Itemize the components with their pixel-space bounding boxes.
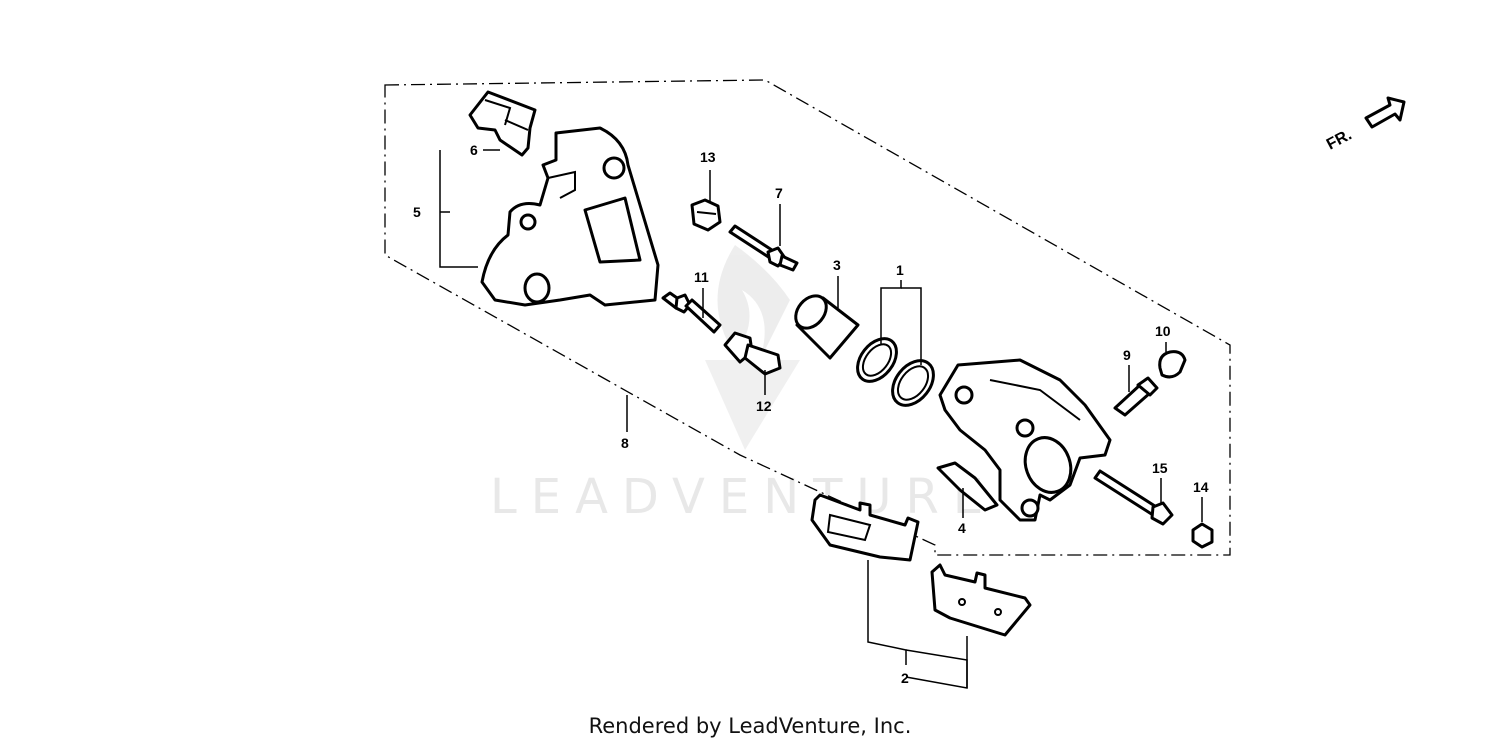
callout-3: 3 <box>833 257 841 273</box>
callout-9: 9 <box>1123 347 1131 363</box>
footer-credit: Rendered by LeadVenture, Inc. <box>588 714 912 738</box>
callout-7: 7 <box>775 185 783 201</box>
front-label: FR. <box>1324 126 1355 153</box>
callout-13: 13 <box>700 149 716 165</box>
caliper-body-part <box>938 358 1112 522</box>
callout-labels: 1 2 3 4 5 6 7 8 9 10 11 12 13 14 15 <box>413 142 1209 686</box>
pad-shim-part <box>936 461 999 512</box>
callout-10: 10 <box>1155 323 1171 339</box>
pin-bolt-11-part <box>661 291 722 334</box>
callout-1: 1 <box>896 262 904 278</box>
callout-12: 12 <box>756 398 772 414</box>
bleed-cap-part <box>1158 350 1187 379</box>
pad-spring-part <box>468 90 537 157</box>
bolt-12-part <box>723 331 782 376</box>
brake-pad-left-part <box>810 493 920 562</box>
callout-11: 11 <box>694 269 709 285</box>
piston-part <box>794 294 860 360</box>
caliper-bracket-part <box>480 126 660 307</box>
bolt-13-part <box>690 198 722 232</box>
brake-pad-right-part <box>930 563 1032 637</box>
piston-seal-kit-part <box>856 337 935 407</box>
watermark: LEADVENTURE <box>490 245 997 525</box>
pin-bolt-7-part <box>728 224 799 272</box>
callout-15: 15 <box>1152 460 1168 476</box>
callout-5: 5 <box>413 204 421 220</box>
watermark-text: LEADVENTURE <box>490 469 997 525</box>
callout-2: 2 <box>901 670 909 686</box>
callout-6: 6 <box>470 142 478 158</box>
callout-8: 8 <box>621 435 629 451</box>
assembly-outline <box>384 79 1231 556</box>
callout-14: 14 <box>1193 479 1209 495</box>
bleed-valve-part <box>1113 376 1159 417</box>
pin-plug-part <box>1191 522 1214 549</box>
leader-lines <box>439 149 1203 689</box>
front-direction-marker: FR. <box>1324 96 1406 154</box>
callout-4: 4 <box>958 520 966 536</box>
pad-pin-part <box>1093 469 1174 526</box>
